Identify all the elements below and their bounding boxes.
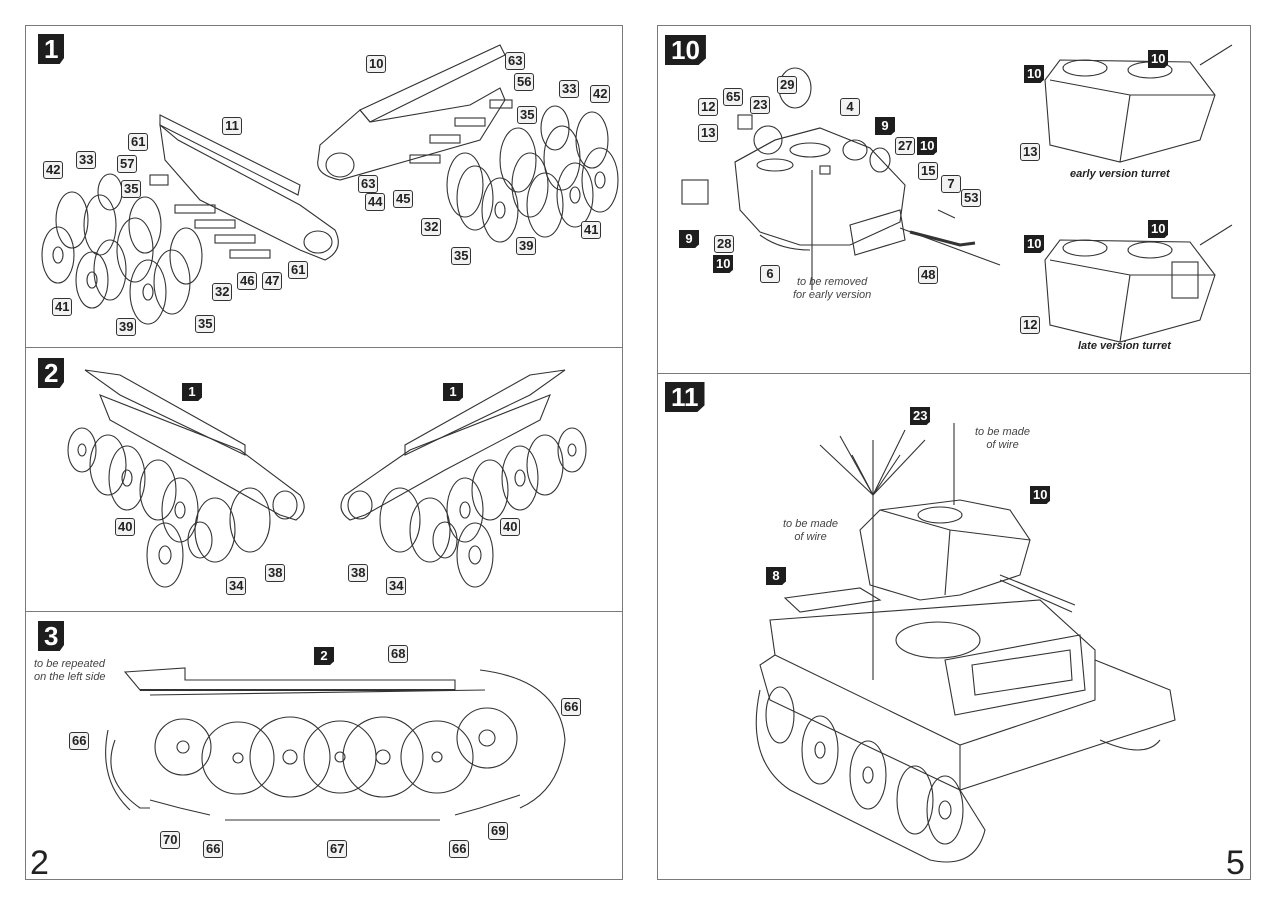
step-reference-badge: 10 — [1024, 65, 1045, 83]
part-callout: 34 — [386, 577, 407, 595]
part-callout: 10 — [366, 55, 387, 73]
part-callout: 11 — [222, 117, 242, 135]
part-callout: 6 — [760, 265, 780, 283]
step-reference-badge: 10 — [1148, 220, 1169, 238]
part-callout: 38 — [348, 564, 369, 582]
step-number-badge: 11 — [665, 382, 705, 412]
part-callout: 66 — [69, 732, 90, 750]
part-callout: 57 — [117, 155, 138, 173]
part-callout: 27 — [895, 137, 916, 155]
step-number-badge: 10 — [665, 35, 706, 65]
part-callout: 33 — [559, 80, 580, 98]
part-callout: 65 — [723, 88, 744, 106]
part-callout: 32 — [421, 218, 442, 236]
step-reference-badge: 8 — [766, 567, 786, 585]
part-callout: 15 — [918, 162, 939, 180]
part-callout: 35 — [195, 315, 216, 333]
part-callout: 70 — [160, 831, 181, 849]
part-callout: 61 — [288, 261, 309, 279]
removal-instruction-note: to be removed for early version — [793, 276, 872, 301]
part-callout: 42 — [590, 85, 611, 103]
part-callout: 4 — [840, 98, 860, 116]
part-callout: 48 — [918, 266, 939, 284]
part-callout: 66 — [449, 840, 470, 858]
part-callout: 41 — [52, 298, 73, 316]
part-callout: 13 — [1020, 143, 1041, 161]
part-callout: 39 — [116, 318, 137, 336]
step-reference-badge: 10 — [917, 137, 938, 155]
part-callout: 12 — [698, 98, 719, 116]
part-callout: 35 — [451, 247, 472, 265]
part-callout: 35 — [121, 180, 142, 198]
step-number-badge: 2 — [38, 358, 65, 388]
part-callout: 44 — [365, 193, 386, 211]
part-callout: 7 — [941, 175, 961, 193]
wire-instruction-note: to be made of wire — [975, 426, 1031, 451]
step-reference-badge: 23 — [910, 407, 931, 425]
part-callout: 41 — [581, 221, 602, 239]
step-divider-2-3 — [25, 611, 623, 612]
step-reference-badge: 1 — [182, 383, 202, 401]
part-callout: 23 — [750, 96, 771, 114]
part-callout: 69 — [488, 822, 509, 840]
step-reference-badge: 10 — [713, 255, 734, 273]
part-callout: 47 — [262, 272, 283, 290]
part-callout: 45 — [393, 190, 414, 208]
step-divider-1-2 — [25, 347, 623, 348]
part-callout: 38 — [265, 564, 286, 582]
part-callout: 33 — [76, 151, 97, 169]
part-callout: 67 — [327, 840, 348, 858]
part-callout: 63 — [505, 52, 526, 70]
repeat-instruction-note: to be repeated on the left side — [34, 658, 106, 683]
part-callout: 12 — [1020, 316, 1041, 334]
step-divider-10-11 — [657, 373, 1251, 374]
part-callout: 66 — [203, 840, 224, 858]
part-callout: 61 — [128, 133, 149, 151]
part-callout: 42 — [43, 161, 64, 179]
part-callout: 46 — [237, 272, 258, 290]
step-reference-badge: 9 — [679, 230, 699, 248]
part-callout: 28 — [714, 235, 735, 253]
part-callout: 68 — [388, 645, 409, 663]
step-reference-badge: 10 — [1030, 486, 1051, 504]
late-turret-caption: late version turret — [1078, 340, 1171, 352]
step-number-badge: 1 — [38, 34, 65, 64]
part-callout: 40 — [115, 518, 136, 536]
part-callout: 40 — [500, 518, 521, 536]
part-callout: 39 — [516, 237, 537, 255]
step-number-badge: 3 — [38, 621, 65, 651]
step-reference-badge: 2 — [314, 647, 334, 665]
part-callout: 66 — [561, 698, 582, 716]
step-reference-badge: 1 — [443, 383, 463, 401]
part-callout: 56 — [514, 73, 535, 91]
part-callout: 34 — [226, 577, 247, 595]
part-callout: 32 — [212, 283, 233, 301]
step-reference-badge: 10 — [1148, 50, 1169, 68]
wire-instruction-note: to be made of wire — [783, 518, 839, 543]
part-callout: 63 — [358, 175, 379, 193]
part-callout: 29 — [777, 76, 798, 94]
early-turret-caption: early version turret — [1070, 168, 1170, 180]
page-number-left: 2 — [30, 844, 49, 882]
part-callout: 53 — [961, 189, 982, 207]
step-reference-badge: 10 — [1024, 235, 1045, 253]
part-callout: 13 — [698, 124, 719, 142]
page-number-right: 5 — [1226, 844, 1245, 882]
step-reference-badge: 9 — [875, 117, 895, 135]
part-callout: 35 — [517, 106, 538, 124]
